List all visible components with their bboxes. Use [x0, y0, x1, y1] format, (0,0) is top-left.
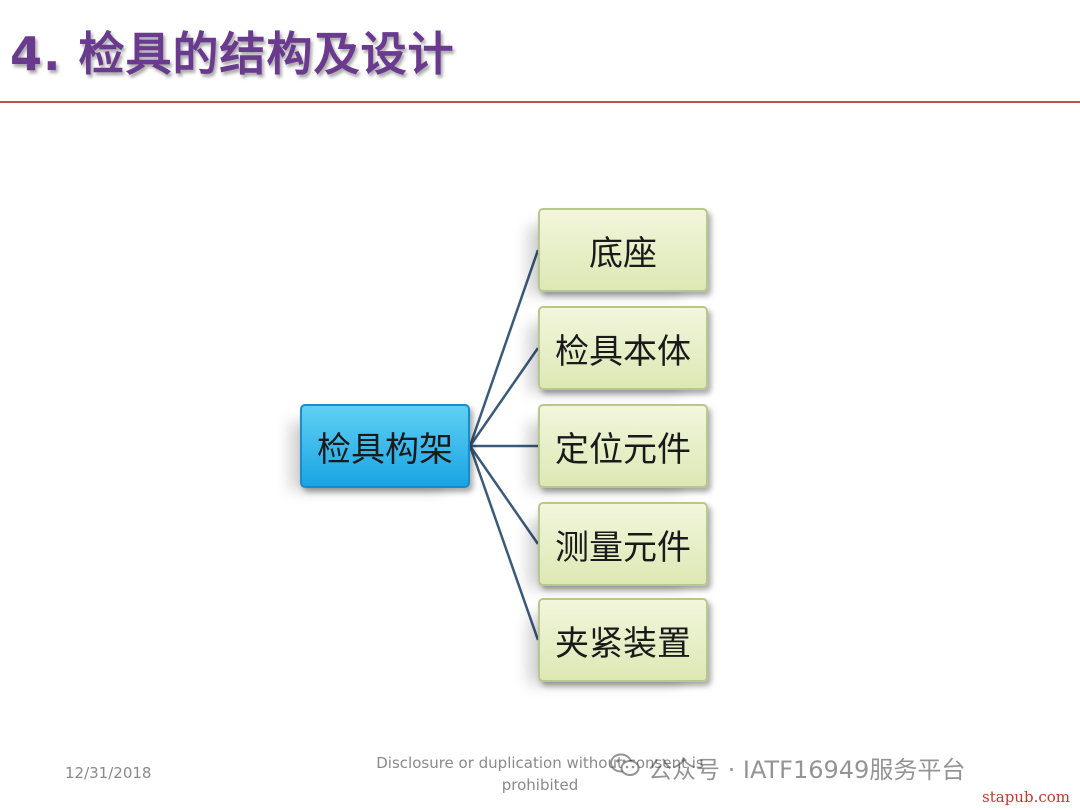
child-node-clamping-device: 夹紧装置 — [538, 598, 708, 682]
connector-line — [468, 347, 540, 447]
connector-line — [468, 445, 540, 545]
wechat-icon — [610, 752, 640, 784]
watermark-text: 公众号 · IATF16949服务平台 — [648, 756, 966, 784]
root-node: 检具构架 — [300, 404, 470, 488]
site-watermark: stapub.com — [982, 788, 1070, 806]
connector-line — [468, 249, 540, 447]
connector-line — [468, 445, 540, 641]
footer-date: 12/31/2018 — [65, 764, 152, 782]
child-node-base: 底座 — [538, 208, 708, 292]
title-divider — [0, 101, 1080, 103]
child-node-measuring-element: 测量元件 — [538, 502, 708, 586]
child-node-fixture-body: 检具本体 — [538, 306, 708, 390]
child-node-locating-element: 定位元件 — [538, 404, 708, 488]
watermark: 公众号 · IATF16949服务平台 — [610, 750, 965, 785]
slide-title: 4. 检具的结构及设计 — [10, 27, 455, 81]
